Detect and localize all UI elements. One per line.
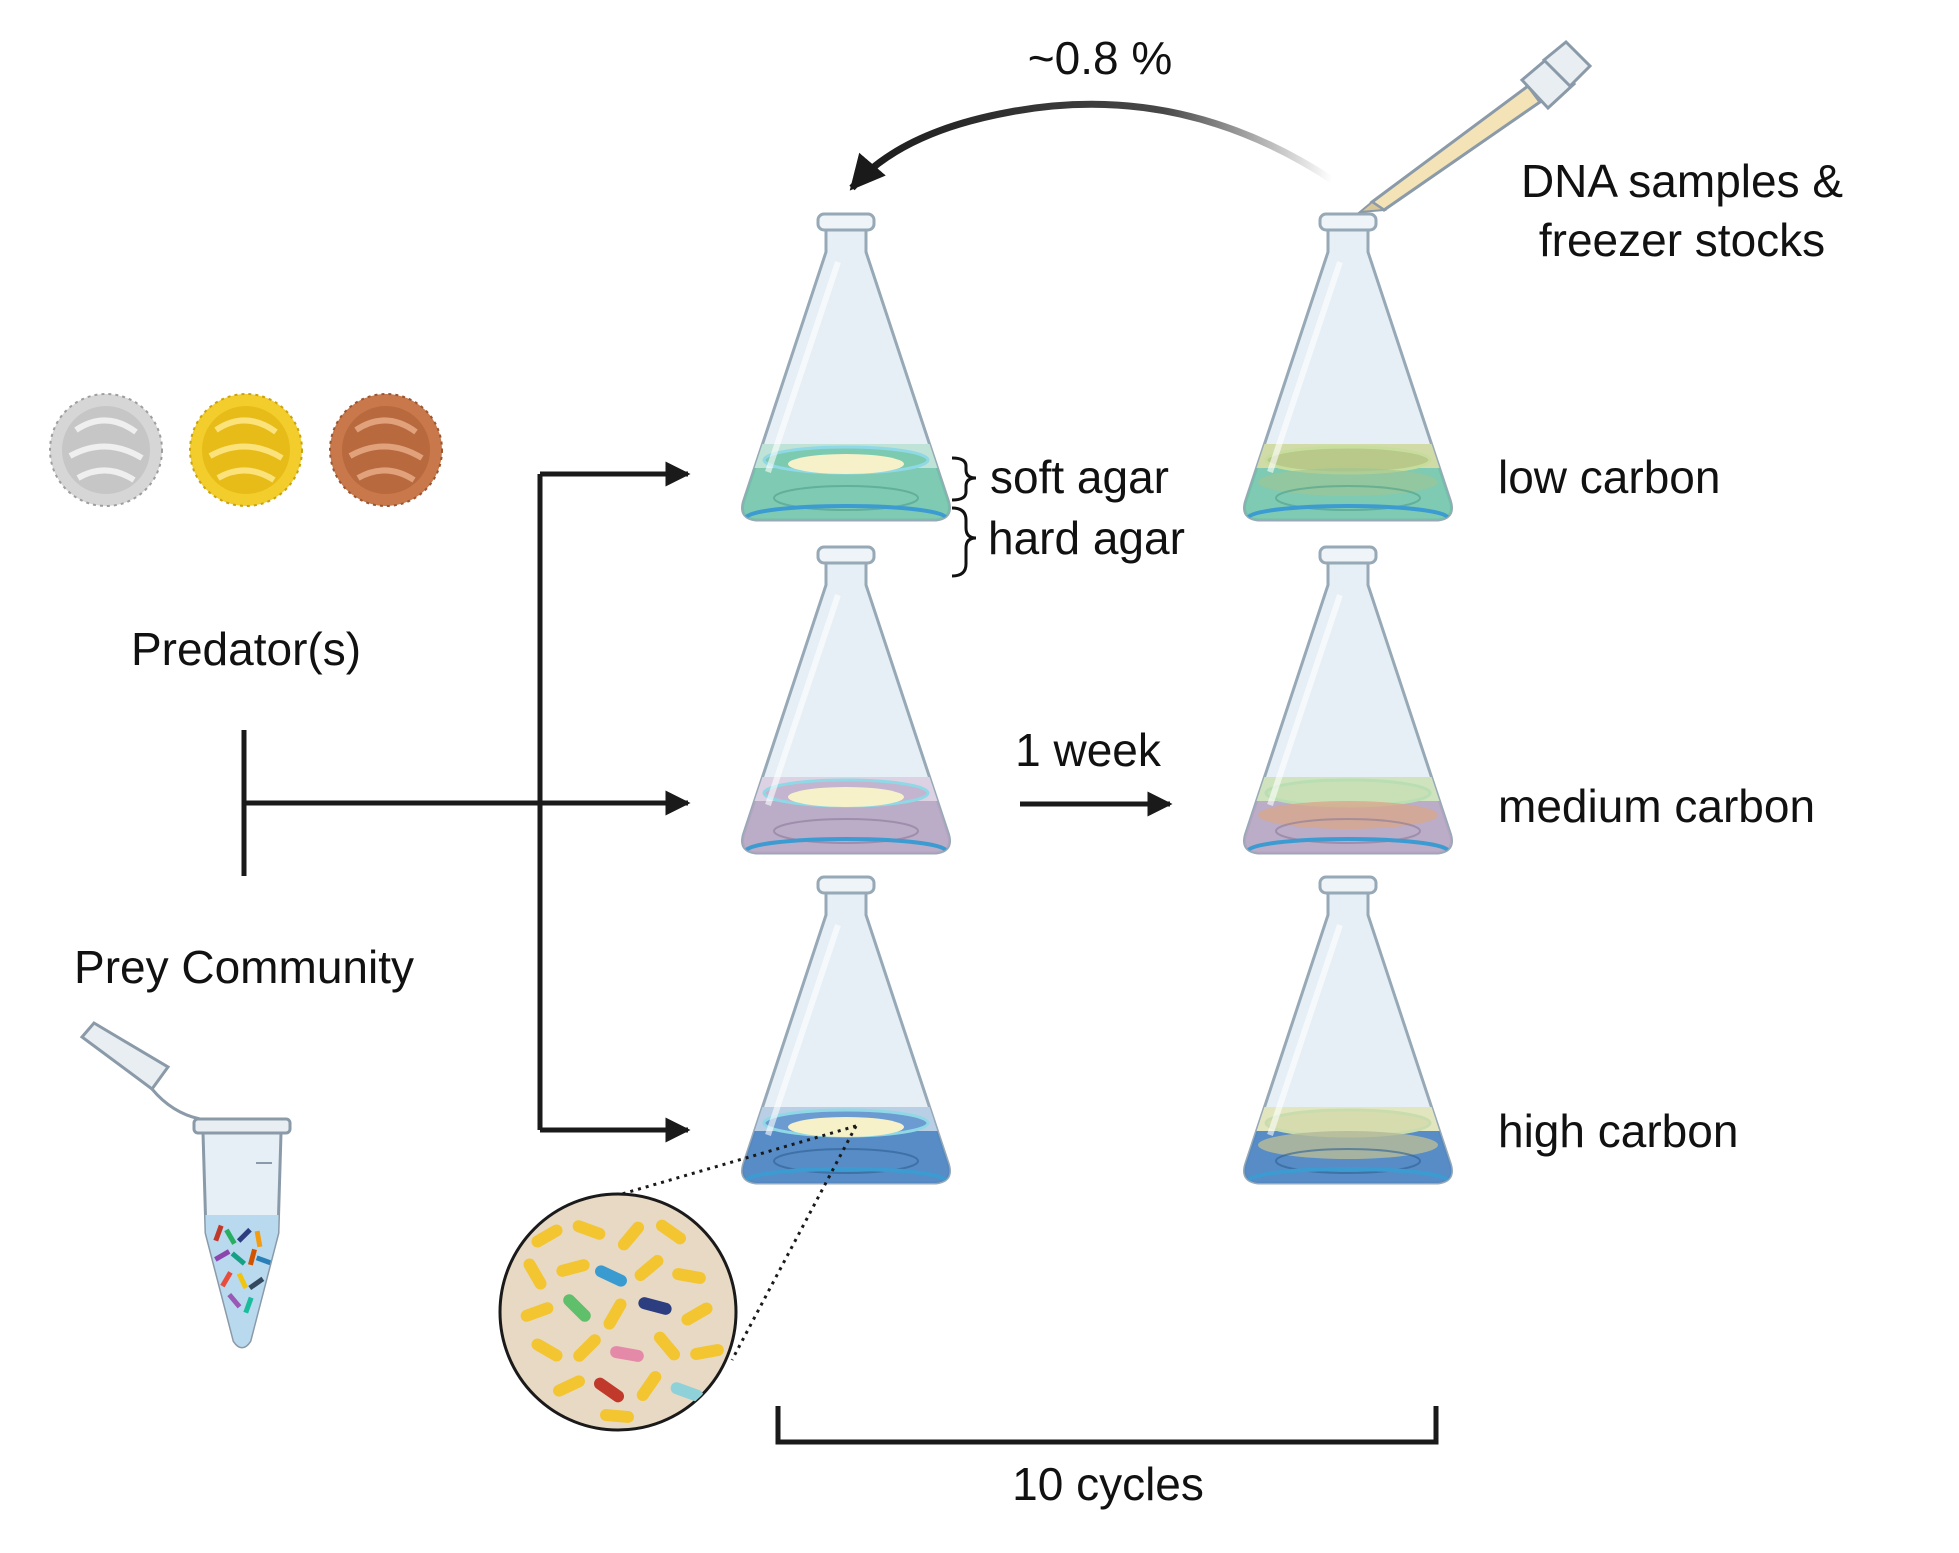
- medium-carbon-label: medium carbon: [1498, 780, 1815, 832]
- pipette-icon: [1356, 39, 1593, 214]
- hard-agar-brace: [951, 506, 977, 578]
- flask-medium-carbon-start: [741, 545, 951, 855]
- flask-medium-carbon-end: [1243, 545, 1453, 855]
- flask-high-carbon-start: [741, 875, 951, 1185]
- predator-amoeba-icon: [49, 393, 443, 507]
- predators-label: Predator(s): [131, 623, 361, 675]
- one-week-label: 1 week: [1015, 724, 1162, 776]
- flask-low-carbon-end: [1243, 212, 1453, 522]
- ten-cycles-label: 10 cycles: [1012, 1458, 1204, 1510]
- low-carbon-label: low carbon: [1498, 451, 1720, 503]
- soft-agar-brace: [951, 456, 977, 502]
- flask-high-carbon-end: [1243, 875, 1453, 1185]
- hard-agar-label: hard agar: [988, 512, 1185, 564]
- transfer-percent-label: ~0.8 %: [1028, 32, 1173, 84]
- dna-samples-label-line2: freezer stocks: [1539, 214, 1825, 266]
- inoculation-connector: [241, 461, 691, 1143]
- flask-low-carbon-start: [741, 212, 951, 522]
- dna-samples-label-line1: DNA samples &: [1521, 155, 1843, 207]
- bacteria-zoom-icon: [498, 1124, 858, 1432]
- high-carbon-label: high carbon: [1498, 1105, 1738, 1157]
- transfer-arrow: [849, 100, 1334, 191]
- microcentrifuge-tube-icon: [79, 1021, 292, 1349]
- soft-agar-label: soft agar: [990, 451, 1169, 503]
- prey-community-label: Prey Community: [74, 941, 414, 993]
- ten-cycles-bracket: [775, 1406, 1439, 1445]
